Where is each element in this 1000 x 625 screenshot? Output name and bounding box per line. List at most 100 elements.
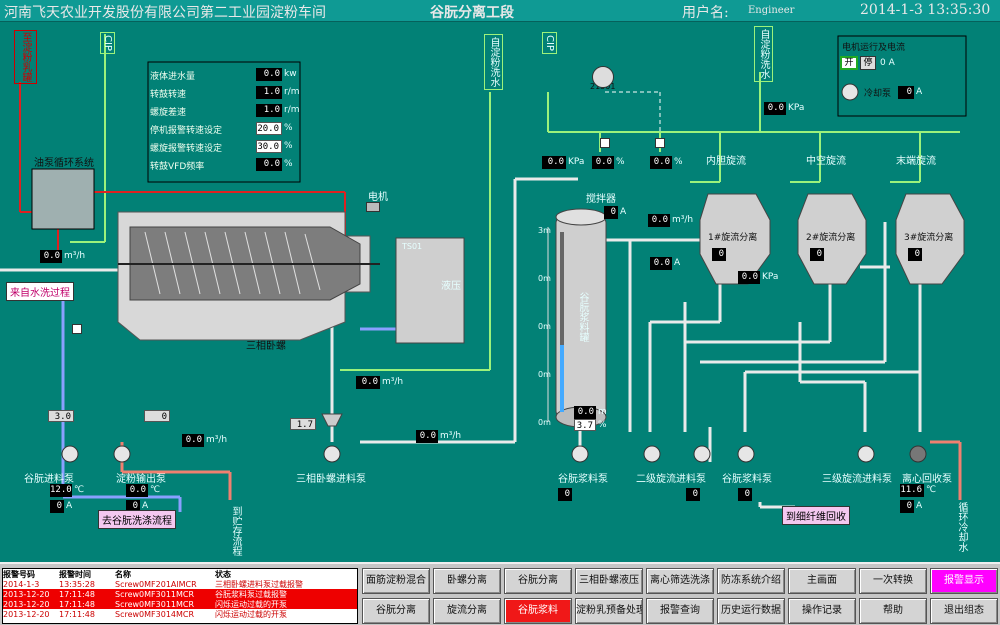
section-title: 谷朊分离工段 bbox=[430, 5, 514, 21]
motor-on-button[interactable]: 开 bbox=[840, 56, 858, 70]
pump8-current: 0 bbox=[900, 500, 914, 513]
tag-cooling-water: 循环冷却水 bbox=[956, 502, 967, 552]
param-unit: % bbox=[284, 123, 293, 133]
pressure-c-unit: A bbox=[674, 258, 681, 268]
nav-button[interactable]: 一次转换 bbox=[859, 568, 927, 594]
user-name: Engineer bbox=[748, 5, 795, 16]
tag-from-water[interactable]: 来自水洗过程 bbox=[6, 282, 74, 301]
pump8-current-unit: A bbox=[916, 501, 923, 511]
pump-4-label: 谷朊浆料泵 bbox=[558, 474, 608, 485]
nav-button[interactable]: 旋流分离 bbox=[433, 598, 501, 624]
tag-to-gluten-wash[interactable]: 去谷朊洗涤流程 bbox=[98, 510, 176, 529]
pressure-c-value: 0.0 bbox=[650, 257, 672, 270]
cyclone-1-label: 1#旋流分离 bbox=[708, 233, 758, 243]
pump1-temp-unit: ℃ bbox=[74, 485, 85, 495]
cyclone3-current: 0 bbox=[908, 248, 922, 261]
alarm-cell: 17:11:48 bbox=[59, 590, 95, 599]
param-label: 转鼓VFD频率 bbox=[150, 162, 205, 172]
cooling-pump-label: 冷却泵 bbox=[864, 89, 892, 99]
nav-button[interactable]: 防冻系统介绍 bbox=[717, 568, 785, 594]
flow4-unit: m³/h bbox=[440, 431, 462, 441]
pressure-d-unit: KPa bbox=[762, 272, 779, 282]
tank-percent-unit: % bbox=[598, 420, 607, 430]
tag-drain-tail: 到贮存流程 bbox=[230, 506, 241, 556]
nav-button[interactable]: 退出组态 bbox=[930, 598, 998, 624]
cooling-pump-value: 0 bbox=[898, 86, 914, 99]
nav-button[interactable]: 报警显示 bbox=[930, 568, 998, 594]
valve-icon[interactable] bbox=[655, 138, 665, 148]
alarm-header-row: 报警号码报警时间名称状态 bbox=[3, 569, 357, 579]
pump2-current-unit: A bbox=[142, 501, 149, 511]
nav-button[interactable]: 面筋淀粉混合 bbox=[362, 568, 430, 594]
nav-button[interactable]: 谷朊分离 bbox=[362, 598, 430, 624]
pressure-d-value: 0.0 bbox=[738, 271, 760, 284]
tank-scale-tick: 3m bbox=[538, 226, 551, 235]
valve-b-value: 0.0 bbox=[650, 156, 672, 169]
param-row: 螺旋报警转速设定 30.0% bbox=[150, 138, 298, 156]
tank-level-value: 0.0 bbox=[574, 406, 596, 419]
nav-button[interactable]: 谷朊浆料 bbox=[504, 598, 572, 624]
tag-cip-1: CIP bbox=[100, 32, 115, 54]
pump1-current: 0 bbox=[50, 500, 64, 513]
tank-scale-tick: 0m bbox=[538, 418, 551, 427]
pump-2-label: 淀粉输出泵 bbox=[116, 474, 166, 485]
alarm-cell: 三相卧螺进料泵过载报警 bbox=[215, 580, 303, 589]
pump-5-label: 二级旋流进料泵 bbox=[636, 474, 706, 485]
cyclone-2-label: 2#旋流分离 bbox=[806, 233, 856, 243]
pressure-a-unit: KPa bbox=[568, 157, 585, 167]
hydraulic-label: 液压 bbox=[441, 281, 461, 292]
pump8-temp-unit: ℃ bbox=[926, 485, 937, 495]
motor-box-label: 电机 bbox=[368, 192, 388, 203]
nav-button[interactable]: 主画面 bbox=[788, 568, 856, 594]
tank-label: 谷朊浆料罐 bbox=[577, 292, 588, 342]
mid-cyclone-label: 中空旋流 bbox=[806, 156, 846, 167]
param-value[interactable]: 20.0 bbox=[256, 122, 282, 135]
pressure-gauge-icon bbox=[592, 66, 614, 88]
nav-button[interactable]: 三相卧螺液压 bbox=[575, 568, 643, 594]
valve-icon[interactable] bbox=[600, 138, 610, 148]
param-value[interactable]: 30.0 bbox=[256, 140, 282, 153]
current-panel-title: 电机运行及电流 bbox=[842, 43, 906, 53]
pipe-network bbox=[0, 34, 967, 512]
flow2-value: 0.0 bbox=[182, 434, 204, 447]
motor-off-button[interactable]: 停 bbox=[860, 56, 876, 70]
param-unit: % bbox=[284, 141, 293, 151]
nav-button[interactable]: 报警查询 bbox=[646, 598, 714, 624]
pipe-left-label: 3.0 bbox=[48, 410, 74, 422]
decanter-label: 三相卧螺 bbox=[246, 341, 286, 352]
valve-icon[interactable] bbox=[72, 324, 82, 334]
tag-fine-fiber[interactable]: 到细纤维回收 bbox=[782, 506, 850, 525]
cyclone2-current: 0 bbox=[810, 248, 824, 261]
flow3-value: 0.0 bbox=[356, 376, 380, 389]
param-label: 液体进水量 bbox=[150, 72, 196, 82]
nav-button[interactable]: 历史运行数据 bbox=[717, 598, 785, 624]
nav-button[interactable]: 谷朊分离 bbox=[504, 568, 572, 594]
nav-button[interactable]: 卧螺分离 bbox=[433, 568, 501, 594]
feed-flow-unit: m³/h bbox=[64, 251, 86, 261]
stirrer-current: 0 bbox=[604, 206, 618, 219]
pipe-right-label: 0 bbox=[144, 410, 170, 422]
nav-button[interactable]: 离心筛选洗涤 bbox=[646, 568, 714, 594]
feed-flow-value: 0.0 bbox=[40, 250, 62, 263]
nav-button[interactable]: 帮助 bbox=[859, 598, 927, 624]
valve-a-value: 0.0 bbox=[592, 156, 614, 169]
param-value: 1.0 bbox=[256, 104, 282, 117]
nav-button[interactable]: 淀粉乳预备处理 bbox=[575, 598, 643, 624]
pump5-current: 0 bbox=[686, 488, 700, 501]
param-label: 螺旋报警转速设定 bbox=[150, 144, 223, 154]
pressure-a-value: 0.0 bbox=[542, 156, 566, 169]
nav-button[interactable]: 操作记录 bbox=[788, 598, 856, 624]
pump-7-label: 三级旋流进料泵 bbox=[822, 474, 892, 485]
flow4-value: 0.0 bbox=[416, 430, 438, 443]
